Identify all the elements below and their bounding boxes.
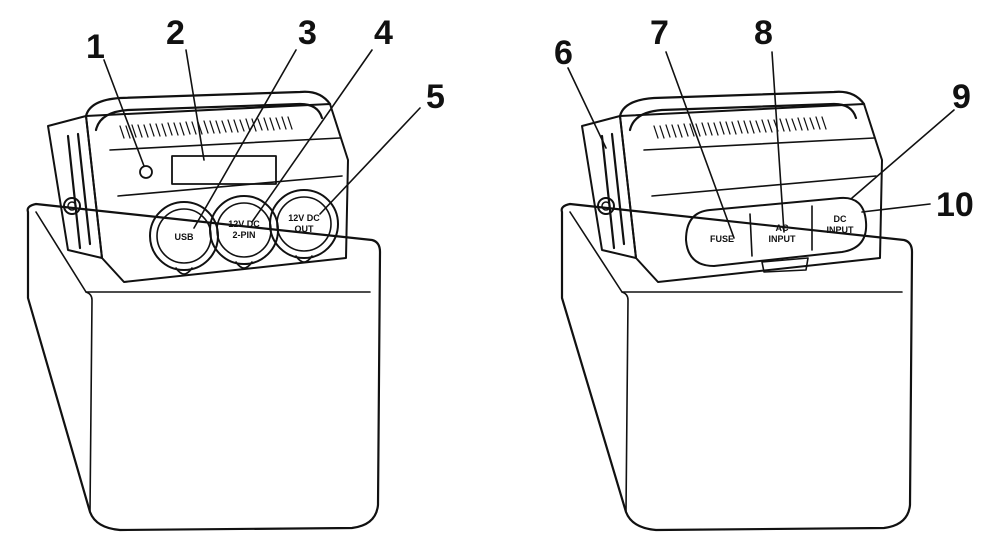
callout-8: 8 — [754, 14, 773, 52]
unit-rear-view: FUSE AC INPUT DC INPUT 6 7 8 9 10 — [554, 14, 974, 532]
callout-10: 10 — [936, 186, 974, 224]
acinput-label-line2: INPUT — [769, 234, 797, 244]
acinput-label-line1: AC — [776, 223, 789, 233]
dcout-label-line1: 12V DC — [288, 213, 320, 223]
callout-9: 9 — [952, 78, 971, 116]
handle-grip-ridges — [653, 116, 827, 139]
unit-front-view: USB 12V DC 2-PIN 12V DC OUT 1 2 3 4 5 — [26, 14, 445, 532]
dcinput-label-line2: INPUT — [827, 225, 855, 235]
handle-grip-ridges — [119, 116, 293, 139]
callout-7: 7 — [650, 14, 669, 52]
dc2pin-label-line1: 12V DC — [228, 219, 260, 229]
12v-dc-out-port: 12V DC OUT — [269, 189, 339, 263]
dcinput-label-line1: DC — [834, 214, 847, 224]
rear-connector-panel: FUSE AC INPUT DC INPUT — [685, 196, 868, 273]
usb-port: USB — [149, 201, 219, 275]
power-button-icon — [139, 165, 153, 179]
display-window — [171, 155, 277, 185]
callout-1: 1 — [86, 28, 105, 66]
callout-2: 2 — [166, 14, 185, 52]
12v-dc-2-pin-port: 12V DC 2-PIN — [209, 195, 279, 269]
callout-3: 3 — [298, 14, 317, 52]
dc2pin-label-line2: 2-PIN — [232, 230, 255, 240]
dcout-label-line2: OUT — [295, 224, 315, 234]
usb-port-label: USB — [174, 232, 194, 242]
callout-4: 4 — [374, 14, 393, 52]
fuse-label: FUSE — [710, 234, 734, 244]
callout-5: 5 — [426, 78, 445, 116]
callout-6: 6 — [554, 34, 573, 72]
